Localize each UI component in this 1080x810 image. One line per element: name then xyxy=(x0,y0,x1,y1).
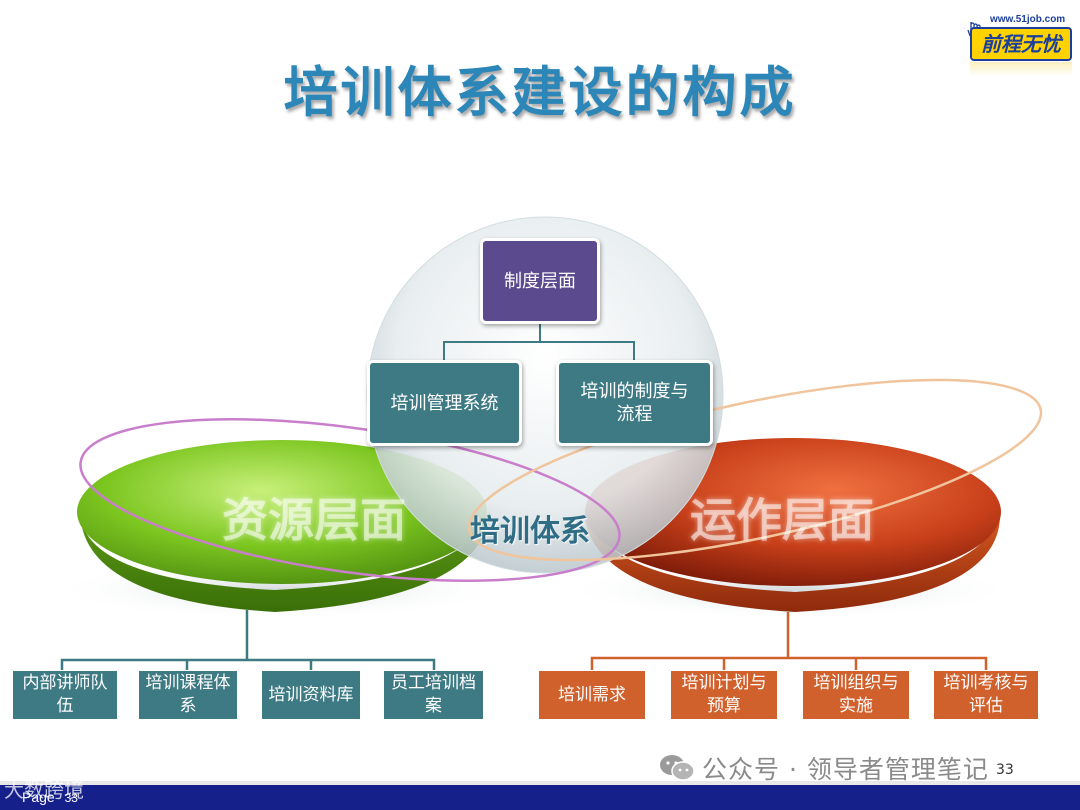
training-management-system-box: 培训管理系统 xyxy=(367,360,522,446)
resource-item-materials: 培训资料库 xyxy=(261,670,361,720)
page-number: 33 xyxy=(996,762,1014,778)
footer-divider xyxy=(0,781,1080,785)
resource-item-courses: 培训课程体系 xyxy=(138,670,238,720)
operation-connectors xyxy=(590,612,988,672)
footer-page-number: 33 xyxy=(64,791,78,805)
resource-item-records: 员工培训档案 xyxy=(383,670,484,720)
red-disc-rim xyxy=(585,510,1000,612)
logo-reflection xyxy=(970,62,1072,76)
footer-page-text: Page xyxy=(22,789,55,805)
logo-url: www.51job.com xyxy=(990,14,1066,25)
resource-layer-label: 资源层面 xyxy=(222,493,406,547)
operation-item-plan-budget: 培训计划与预算 xyxy=(670,670,778,720)
left-orbit-ring xyxy=(79,418,621,582)
company-logo: www.51job.com 前程无忧 xyxy=(966,14,1076,76)
training-system-label: 培训体系 xyxy=(470,514,590,549)
operation-layer-label: 运作层面 xyxy=(690,493,874,547)
green-disc-rim xyxy=(80,510,490,612)
center-connectors xyxy=(443,322,635,362)
right-orbit-ring xyxy=(467,378,1043,562)
wechat-watermark: 公众号 · 领导者管理笔记 xyxy=(702,755,989,784)
red-disc-shadow xyxy=(560,560,1020,620)
wechat-icon xyxy=(660,755,695,781)
operation-item-evaluate: 培训考核与评估 xyxy=(933,670,1039,720)
footer-page-label: Page 33 xyxy=(22,789,78,805)
green-disc xyxy=(77,440,487,584)
operation-item-organize: 培训组织与实施 xyxy=(802,670,910,720)
page-title: 培训体系建设的构成 xyxy=(283,61,797,124)
operation-item-needs: 培训需求 xyxy=(538,670,646,720)
training-policy-process-box: 培训的制度与流程 xyxy=(556,360,713,446)
resource-connectors xyxy=(60,610,436,672)
logo-name: 前程无忧 xyxy=(970,27,1072,61)
footer-bar xyxy=(0,785,1080,810)
resource-item-trainers: 内部讲师队伍 xyxy=(12,670,118,720)
footer-brand: 大数跨境 xyxy=(4,778,84,802)
policy-layer-box: 制度层面 xyxy=(480,238,600,324)
